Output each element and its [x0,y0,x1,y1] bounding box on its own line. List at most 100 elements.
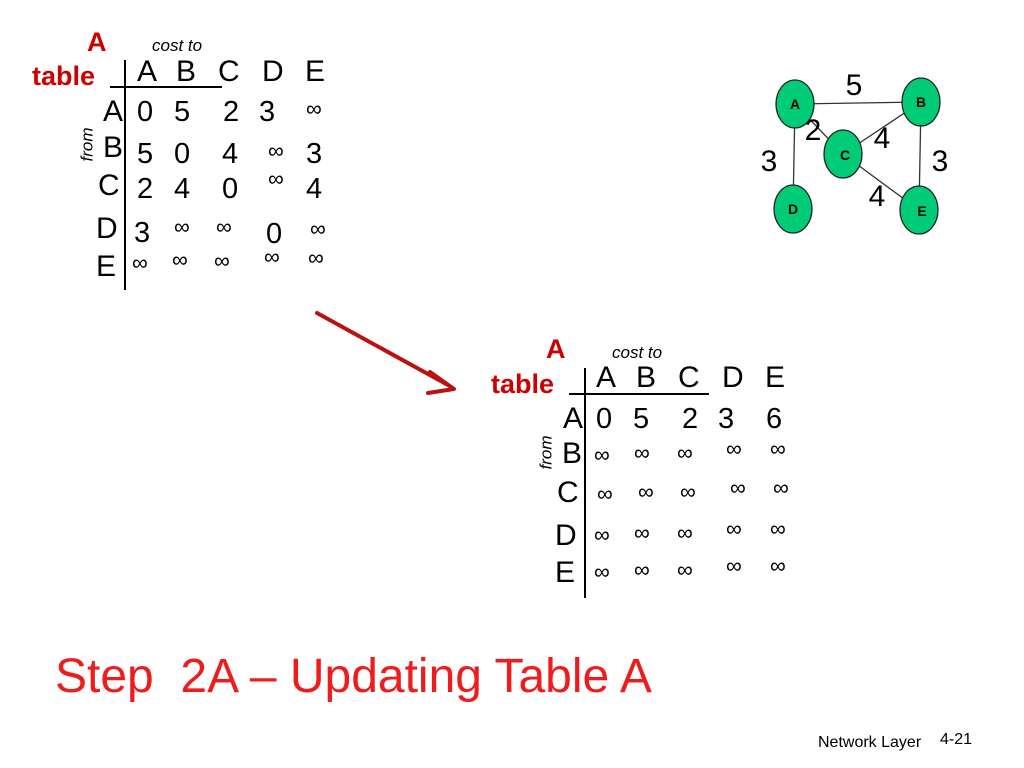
table2-cell: ∞ [677,520,693,545]
network-graph: A B C D E 5 2 4 3 3 4 [761,69,949,235]
table2-table-label: table [491,369,555,399]
table2-cell: ∞ [773,475,789,500]
table2-cell: ∞ [634,520,650,545]
table1-cell: 0 [174,138,191,170]
table1-row-label: B [103,131,124,164]
table2-col-header: A [596,361,617,394]
table1-row-label: C [98,169,120,202]
footer-page-number: 4-21 [940,731,973,748]
graph-node-e: E [899,185,939,235]
graph-node-d: D [773,184,813,234]
table1-header-rule [110,86,222,88]
table1-cell: ∞ [264,244,280,269]
table1-cell: 3 [306,138,323,170]
node-c-label: C [840,147,850,163]
table2-row-label: E [555,556,576,589]
graph-node-c: C [823,129,863,179]
table2-header-rule [569,393,709,395]
table2-cell: 6 [766,403,783,435]
table1-cell: 2 [223,96,240,128]
table1-row-label: A [103,95,124,128]
table1-cell: 2 [137,173,154,205]
table2-cell: 0 [596,403,613,435]
table2-col-header: B [636,361,657,394]
weight-a-c: 2 [805,114,822,147]
table2-cell: ∞ [770,436,786,461]
table1-table-label: table [32,61,96,91]
table1-cell: ∞ [132,250,148,275]
table2-cell: ∞ [770,516,786,541]
table2-row-rule [584,368,586,598]
table1-cell: 4 [174,173,191,205]
table2-cell: 5 [633,403,650,435]
table2-cell: ∞ [726,436,742,461]
table1-cell: ∞ [174,214,190,239]
table1-col-header: B [176,55,197,88]
table1-cell: ∞ [308,245,324,270]
table1-col-header: A [137,55,158,88]
table2-cell: ∞ [634,557,650,582]
table2-cell: ∞ [634,440,650,465]
table2-row-label: B [562,437,583,470]
weight-a-b: 5 [846,69,863,102]
table2-cell: ∞ [594,522,610,547]
graph-node-a: A [775,79,815,129]
table2-cell: ∞ [677,440,693,465]
table2-cell: ∞ [770,553,786,578]
table1-cell: ∞ [268,138,284,163]
table1-row-label: D [96,212,118,245]
table1-owner-label: A [87,27,107,57]
table2-row-label: C [557,476,579,509]
table1-cell: 5 [137,138,154,170]
weight-c-e: 4 [869,180,886,213]
table1-cost-to-label: cost to [152,36,203,55]
table2-row-label: A [563,402,584,435]
table2-col-header: C [678,361,700,394]
table1-cell: ∞ [268,166,284,191]
node-d-label: D [788,201,798,217]
table2-cost-to-label: cost to [612,343,663,362]
table2-cell: ∞ [726,553,742,578]
node-a-label: A [790,96,800,112]
weight-b-e: 3 [932,145,949,178]
table2-cell: ∞ [726,516,742,541]
table1-cell: 3 [259,96,276,128]
table1-col-header: E [305,55,326,88]
table1-col-header: D [262,55,284,88]
table2-cell: ∞ [638,479,654,504]
table2-owner-label: A [546,334,566,364]
table1-cell: ∞ [310,216,326,241]
table2-cell: ∞ [730,475,746,500]
table2-row-label: D [555,519,577,552]
table2-cell: ∞ [597,481,613,506]
table2-cell: ∞ [680,479,696,504]
table2-cell: ∞ [594,442,610,467]
weight-b-c: 4 [874,122,891,155]
footer-section: Network Layer [818,734,922,751]
table1-cell: 5 [174,96,191,128]
table1-cell: 4 [306,173,323,205]
table1-cell: 0 [137,96,154,128]
graph-node-b: B [901,77,941,127]
arrow-head [426,370,456,395]
table2-col-header: D [722,361,744,394]
table1-col-header: C [218,55,240,88]
table2-cell: 2 [682,403,699,435]
weight-a-d: 3 [761,145,778,178]
table2-col-header: E [765,361,786,394]
table1-cell: ∞ [172,247,188,272]
table2-cell: ∞ [594,559,610,584]
table1-row-rule [124,60,126,290]
table1-cell: 4 [222,138,239,170]
table1-cell: 0 [222,173,239,205]
node-b-label: B [916,94,926,110]
slide-title: Step 2A – Updating Table A [55,650,652,703]
table1-cell: ∞ [214,248,230,273]
table1-cell: 0 [266,218,283,250]
arrow-shaft [315,311,450,387]
table2-cell: ∞ [677,557,693,582]
table1-cell: ∞ [216,214,232,239]
table2-cell: 3 [718,403,735,435]
node-e-label: E [917,203,926,219]
